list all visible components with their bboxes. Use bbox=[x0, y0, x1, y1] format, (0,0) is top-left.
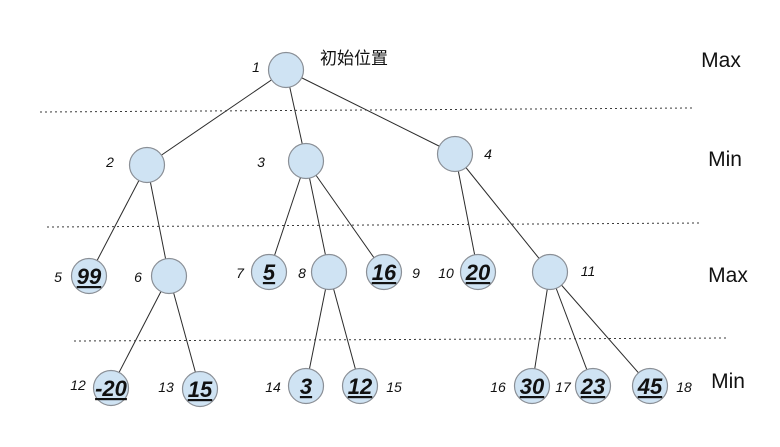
node-4: 4 bbox=[436, 135, 492, 173]
node-circle-7 bbox=[250, 253, 288, 291]
node-circle-2 bbox=[128, 146, 166, 184]
node-number-2: 2 bbox=[105, 154, 114, 170]
node-circle-4 bbox=[436, 135, 474, 173]
node-3: 3 bbox=[257, 142, 325, 180]
node-16: 30 16 bbox=[490, 367, 551, 405]
node-6: 6 bbox=[134, 257, 188, 295]
node-number-16: 16 bbox=[490, 379, 506, 395]
node-number-4: 4 bbox=[484, 146, 492, 162]
edge-4-10 bbox=[454, 153, 479, 273]
level-dividers bbox=[39, 107, 728, 342]
node-number-11: 11 bbox=[581, 263, 596, 279]
node-value-12: -20 bbox=[95, 376, 128, 401]
node-circle-18 bbox=[631, 367, 669, 405]
node-5: 99 5 bbox=[54, 257, 108, 295]
node-11: 11 bbox=[531, 253, 596, 291]
level-label-3: Max bbox=[708, 264, 748, 287]
node-number-13: 13 bbox=[158, 379, 174, 395]
node-number-12: 12 bbox=[70, 377, 86, 393]
node-circle-16 bbox=[513, 367, 551, 405]
edge-3-7 bbox=[268, 160, 307, 273]
node-value-17: 23 bbox=[580, 374, 605, 399]
node-15: 12 15 bbox=[341, 367, 402, 405]
node-17: 23 17 bbox=[555, 367, 612, 405]
node-number-10: 10 bbox=[438, 265, 454, 281]
node-number-1: 1 bbox=[252, 59, 260, 75]
edge-4-11 bbox=[454, 153, 551, 273]
edge-2-5 bbox=[88, 164, 148, 277]
level-label-4: Min bbox=[711, 370, 745, 393]
node-circle-11 bbox=[531, 253, 569, 291]
node-circle-5 bbox=[70, 257, 108, 295]
node-value-13: 15 bbox=[188, 377, 213, 402]
node-number-7: 7 bbox=[236, 265, 245, 281]
node-value-9: 16 bbox=[372, 260, 397, 285]
node-circle-15 bbox=[341, 367, 379, 405]
initial-position-label: 初始位置 bbox=[320, 49, 388, 69]
node-value-10: 20 bbox=[465, 260, 491, 285]
node-number-3: 3 bbox=[257, 154, 265, 170]
node-circle-10 bbox=[459, 253, 497, 291]
node-circle-9 bbox=[365, 253, 403, 291]
level-divider-3 bbox=[73, 337, 728, 342]
edge-8-14 bbox=[305, 271, 330, 387]
node-7: 57 bbox=[236, 253, 288, 291]
edge-2-6 bbox=[146, 164, 170, 277]
node-2: 2 bbox=[105, 146, 166, 184]
edge-3-8 bbox=[305, 160, 330, 273]
node-circle-13 bbox=[181, 370, 219, 408]
node-circle-17 bbox=[574, 367, 612, 405]
node-9: 16 9 bbox=[365, 253, 420, 291]
level-label-2: Min bbox=[708, 148, 742, 171]
node-14: 3 14 bbox=[265, 367, 325, 405]
edge-1-4 bbox=[285, 69, 456, 155]
edge-6-13 bbox=[168, 275, 201, 390]
edge-11-17 bbox=[549, 271, 594, 387]
node-number-15: 15 bbox=[386, 379, 402, 395]
node-number-6: 6 bbox=[134, 269, 142, 285]
node-value-5: 99 bbox=[77, 264, 102, 289]
level-divider-2 bbox=[46, 222, 701, 228]
node-value-7: 5 bbox=[263, 260, 276, 285]
edge-11-18 bbox=[549, 271, 651, 387]
node-1: 1 bbox=[252, 51, 305, 89]
edge-11-16 bbox=[531, 271, 551, 387]
level-label-1: Max bbox=[701, 49, 741, 72]
node-circle-14 bbox=[287, 367, 325, 405]
node-circle-12 bbox=[92, 369, 130, 407]
node-18: 45 18 bbox=[631, 367, 692, 405]
node-value-14: 3 bbox=[300, 374, 312, 399]
node-number-5: 5 bbox=[54, 269, 62, 285]
edge-3-9 bbox=[305, 160, 385, 273]
node-value-15: 12 bbox=[348, 374, 373, 399]
edge-1-2 bbox=[146, 69, 287, 166]
node-value-18: 45 bbox=[637, 374, 663, 399]
node-8: 8 bbox=[298, 253, 348, 291]
edge-6-12 bbox=[110, 275, 170, 389]
tree-edges bbox=[88, 69, 651, 390]
node-number-8: 8 bbox=[298, 265, 306, 281]
node-circle-6 bbox=[150, 257, 188, 295]
node-circle-1 bbox=[267, 51, 305, 89]
node-number-9: 9 bbox=[412, 265, 420, 281]
node-value-16: 30 bbox=[520, 374, 545, 399]
node-number-14: 14 bbox=[265, 379, 281, 395]
node-number-17: 17 bbox=[555, 379, 572, 395]
node-12: -20 12 bbox=[70, 369, 130, 407]
edge-8-15 bbox=[328, 271, 361, 387]
node-circle-8 bbox=[310, 253, 348, 291]
node-number-18: 18 bbox=[676, 379, 692, 395]
node-circle-3 bbox=[287, 142, 325, 180]
